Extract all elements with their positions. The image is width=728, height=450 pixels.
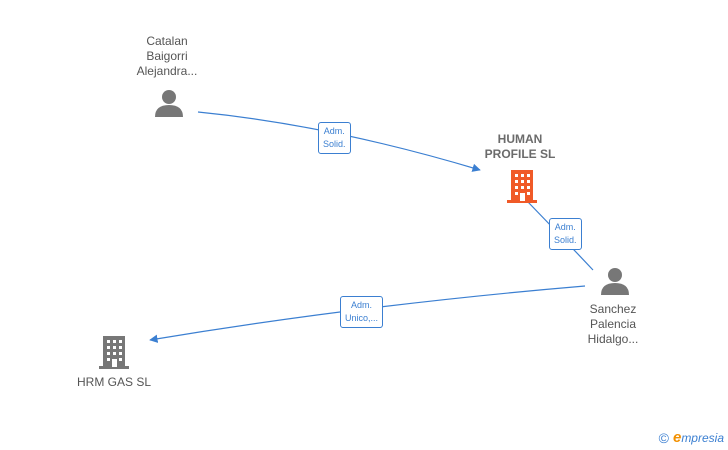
person-icon[interactable] [154, 88, 184, 118]
edge-label-line-2: Solid. [554, 235, 577, 245]
edge-label-line-1: Adm. [554, 222, 576, 232]
edge-label-line-1: Adm. [323, 126, 345, 136]
person-icon[interactable] [600, 266, 630, 296]
company-hrm-gas-label[interactable]: HRM GAS SL [64, 375, 164, 390]
brand-logo-rest: mpresia [681, 431, 724, 445]
brand-logo-initial: e [672, 429, 682, 446]
edge-label-line-2: Solid. [323, 139, 346, 149]
building-icon[interactable] [506, 168, 538, 204]
person-catalan-line-1: Catalan [146, 34, 188, 48]
edge-label-sanchez-hrm[interactable]: Adm. Unico,... [340, 296, 384, 328]
company-human-profile-line-1: HUMAN [497, 132, 543, 146]
edge-label-sanchez-human[interactable]: Adm. Solid. [549, 218, 582, 250]
person-sanchez-line-2: Palencia [589, 317, 637, 331]
edge-label-line-1: Adm. [351, 300, 373, 310]
person-catalan-line-2: Baigorri [146, 49, 188, 63]
edge-label-catalan-human[interactable]: Adm. Solid. [318, 122, 351, 154]
edge-label-line-2: Unico,... [345, 313, 379, 323]
company-human-profile-line-2: PROFILE SL [484, 147, 556, 161]
person-sanchez-label[interactable]: Sanchez Palencia Hidalgo... [568, 302, 658, 347]
person-catalan-label[interactable]: Catalan Baigorri Alejandra... [122, 34, 212, 79]
brand-logo: empresia [673, 429, 724, 446]
person-sanchez-line-1: Sanchez [589, 302, 637, 316]
company-hrm-gas-line-1: HRM GAS SL [76, 375, 151, 389]
brand-watermark: © empresia [659, 429, 724, 446]
person-sanchez-line-3: Hidalgo... [587, 332, 639, 346]
person-catalan-line-3: Alejandra... [136, 64, 198, 78]
copyright-symbol: © [658, 429, 669, 446]
building-icon[interactable] [98, 334, 130, 370]
company-human-profile-label[interactable]: HUMAN PROFILE SL [470, 132, 570, 162]
